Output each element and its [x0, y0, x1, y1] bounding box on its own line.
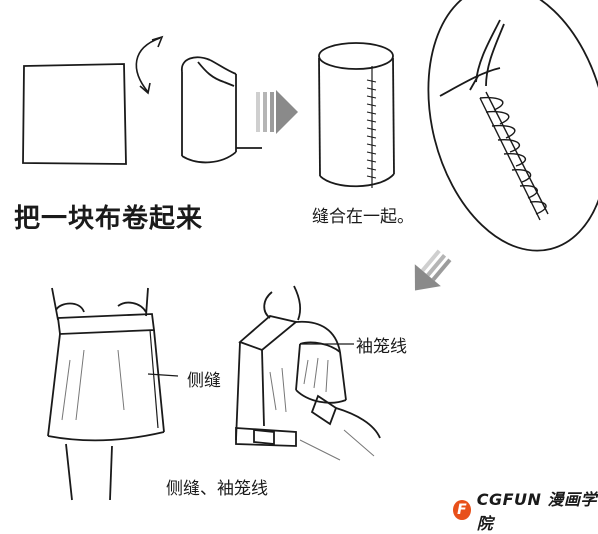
side-seam-label: 侧缝: [187, 371, 221, 391]
shirt-figure-drawing: [235, 285, 381, 461]
flat-cloth-square: [22, 63, 127, 165]
bottom-caption: 侧缝、袖笼线: [166, 479, 268, 499]
logo-text: CGFUN 漫画学院: [476, 490, 597, 533]
sleeve-seam-label: 袖笼线: [356, 337, 407, 357]
sew-together-label: 缝合在一起。: [312, 207, 414, 227]
stitch-detail-oval: [427, 0, 598, 252]
watermark-logo: F CGFUN 漫画学院: [453, 490, 598, 533]
logo-badge-icon: F: [453, 500, 471, 520]
rolled-cloth: [181, 56, 262, 164]
roll-cloth-label: 把一块布卷起来: [14, 204, 204, 234]
sewn-cylinder: [318, 42, 395, 188]
roll-arrow-icon: [135, 35, 164, 95]
skirt-drawing: [47, 287, 179, 501]
next-step-arrow-icon: [256, 90, 298, 134]
down-left-arrow-icon: [414, 249, 452, 291]
